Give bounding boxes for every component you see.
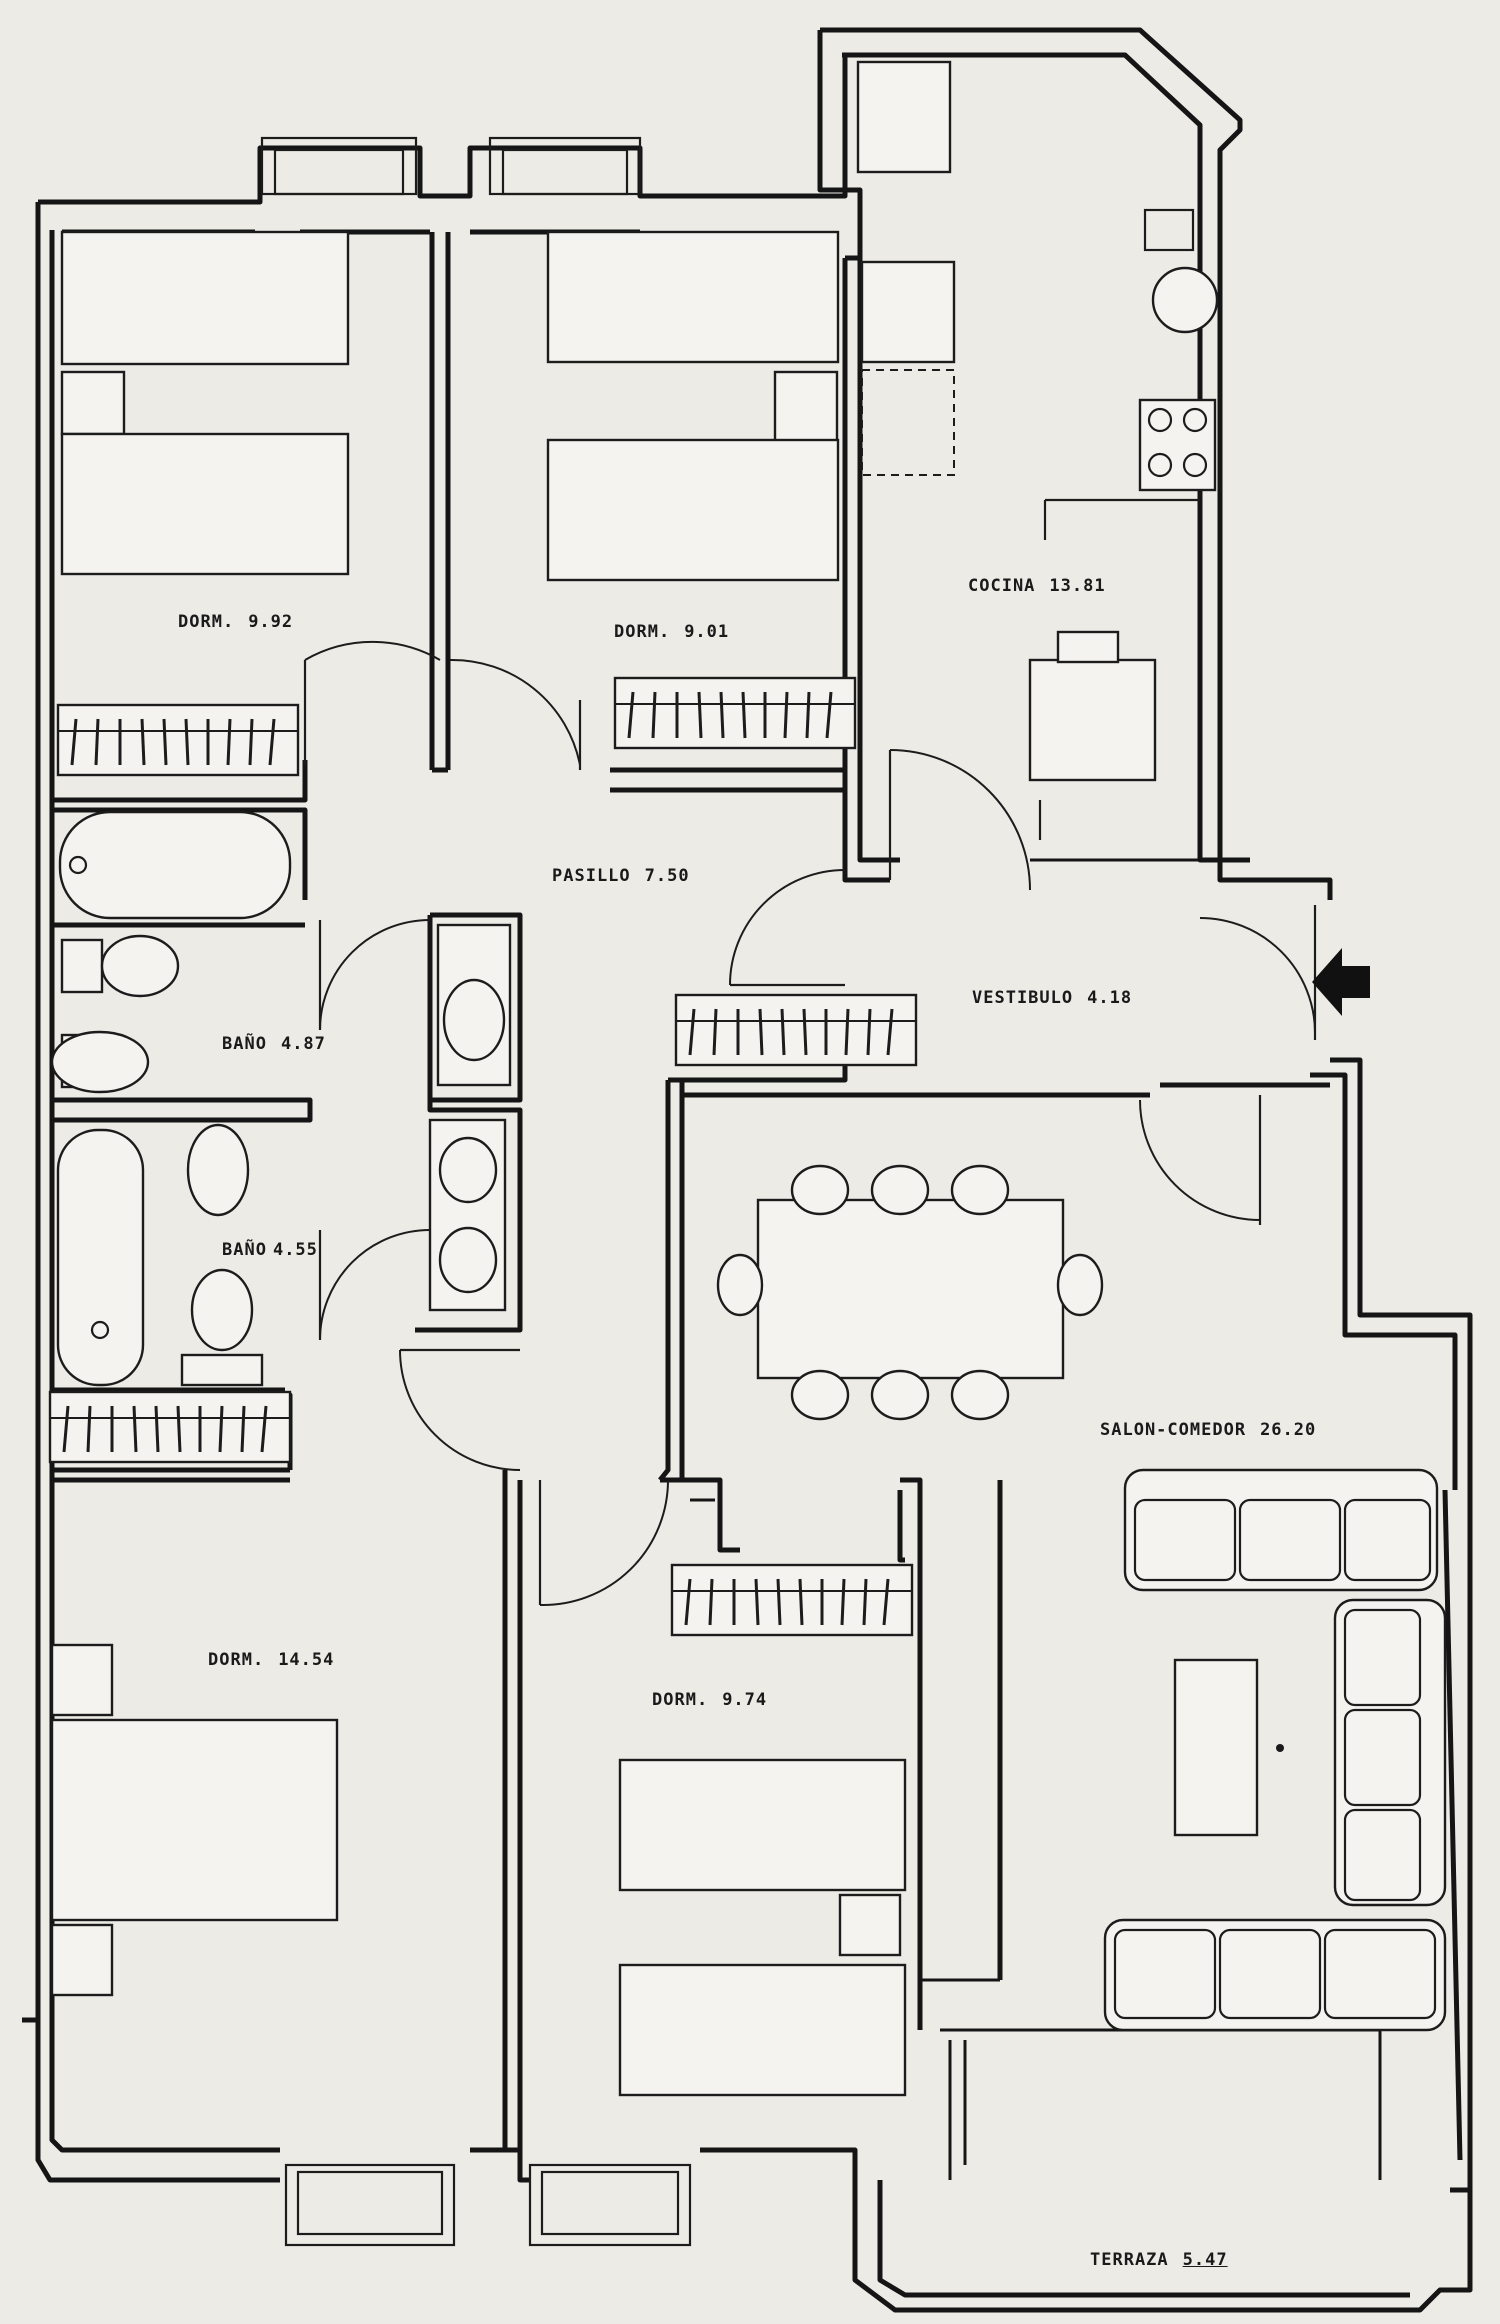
label-dorm-1: DORM.9.92	[178, 612, 294, 632]
furniture	[48, 60, 1447, 2097]
entrance-arrow-icon	[1312, 948, 1370, 1016]
doors	[303, 640, 1317, 1607]
label-dorm-3: DORM.14.54	[208, 1650, 335, 1670]
label-dorm-2: DORM.9.01	[614, 622, 730, 642]
label-dorm-4: DORM.9.74	[652, 1690, 768, 1710]
